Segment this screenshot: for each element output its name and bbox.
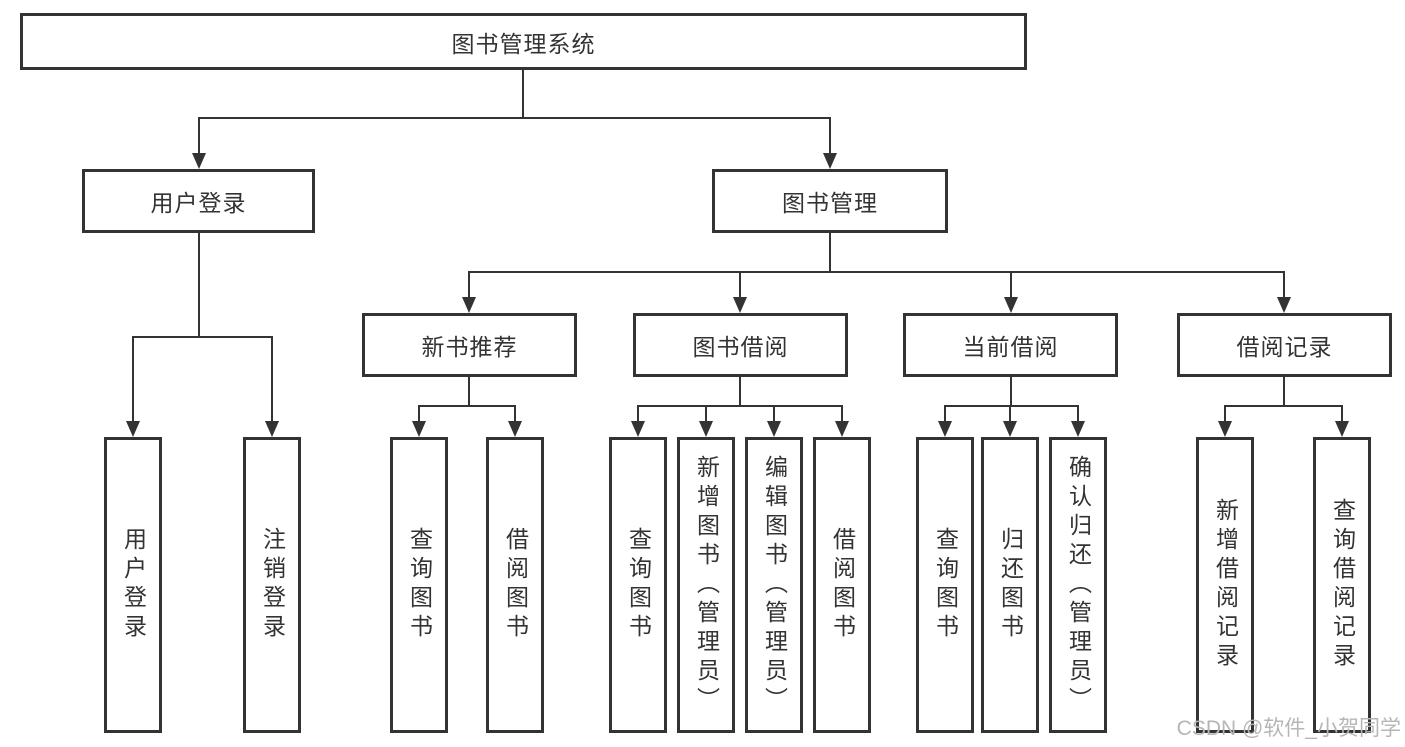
leaf-query-books-current: 查询图书: [916, 437, 974, 733]
arrow-down-icon: [835, 421, 849, 437]
connector-line: [773, 405, 775, 423]
connector-line: [468, 377, 470, 407]
leaf-query-books-recommend: 查询图书: [390, 437, 448, 733]
node-label: 归还图书: [997, 527, 1024, 643]
node-label: 借阅图书: [502, 527, 529, 643]
connector-line: [705, 405, 707, 423]
connector-line: [468, 271, 470, 299]
node-label: 查询图书: [625, 527, 652, 643]
connector-line: [198, 233, 200, 338]
arrow-down-icon: [1003, 421, 1017, 437]
leaf-add-borrow-record: 新增借阅记录: [1196, 437, 1254, 733]
connector-line: [1224, 405, 1226, 423]
connector-line: [522, 70, 524, 118]
connector-line: [132, 336, 134, 422]
connector-line: [739, 377, 741, 407]
connector-line: [1077, 405, 1079, 423]
leaf-logout: 注销登录: [243, 437, 301, 733]
csdn-watermark: CSDN @软件_小贺同学: [1176, 717, 1401, 740]
leaf-user-login: 用户登录: [104, 437, 162, 733]
leaf-edit-books-admin: 编辑图书（管理员）: [745, 437, 803, 733]
node-label: 新增图书（管理员）: [693, 454, 720, 716]
connector-line: [1224, 405, 1343, 407]
arrow-down-icon: [823, 153, 837, 169]
node-label: 查询图书: [406, 527, 433, 643]
node-label: 新增借阅记录: [1212, 498, 1239, 672]
node-label: 注销登录: [259, 527, 286, 643]
connector-line: [1009, 405, 1011, 423]
connector-line: [198, 117, 831, 119]
node-user-login-branch: 用户登录: [82, 169, 315, 233]
node-label: 图书管理: [782, 190, 878, 216]
node-label: 当前借阅: [962, 334, 1059, 360]
node-book-borrow: 图书借阅: [633, 313, 848, 377]
node-label: 图书管理系统: [451, 30, 596, 57]
arrow-down-icon: [265, 421, 279, 437]
connector-line: [1283, 377, 1285, 407]
leaf-confirm-return-admin: 确认归还（管理员）: [1049, 437, 1107, 733]
connector-line: [829, 117, 831, 155]
connector-line: [418, 405, 420, 423]
connector-line: [739, 271, 741, 299]
arrow-down-icon: [733, 297, 747, 313]
node-label: 用户登录: [150, 190, 247, 216]
arrow-down-icon: [412, 421, 426, 437]
leaf-borrow-books-recommend: 借阅图书: [486, 437, 544, 733]
connector-line: [271, 336, 273, 422]
connector-line: [944, 405, 1079, 407]
node-label: 编辑图书（管理员）: [761, 454, 788, 716]
connector-line: [1010, 377, 1012, 407]
node-label: 用户登录: [120, 527, 147, 643]
node-label: 借阅图书: [829, 527, 856, 643]
connector-line: [637, 405, 639, 423]
leaf-borrow-books: 借阅图书: [813, 437, 871, 733]
leaf-query-borrow-record: 查询借阅记录: [1313, 437, 1371, 733]
node-label: 查询图书: [932, 527, 959, 643]
node-label: 借阅记录: [1236, 334, 1333, 360]
connector-line: [198, 117, 200, 155]
arrow-down-icon: [699, 421, 713, 437]
connector-line: [829, 233, 831, 273]
connector-line: [418, 405, 516, 407]
arrow-down-icon: [1004, 297, 1018, 313]
leaf-query-books-borrow: 查询图书: [609, 437, 667, 733]
arrow-down-icon: [508, 421, 522, 437]
arrow-down-icon: [767, 421, 781, 437]
arrow-down-icon: [1218, 421, 1232, 437]
node-label: 图书借阅: [692, 334, 789, 360]
connector-line: [841, 405, 843, 423]
node-library-system: 图书管理系统: [20, 13, 1027, 70]
leaf-add-books-admin: 新增图书（管理员）: [677, 437, 735, 733]
node-label: 确认归还（管理员）: [1065, 454, 1092, 716]
node-label: 查询借阅记录: [1329, 498, 1356, 672]
connector-line: [1283, 271, 1285, 299]
node-current-borrow: 当前借阅: [903, 313, 1118, 377]
connector-line: [944, 405, 946, 423]
connector-line: [132, 336, 273, 338]
node-borrow-records: 借阅记录: [1177, 313, 1392, 377]
connector-line: [1341, 405, 1343, 423]
connector-line: [637, 405, 843, 407]
arrow-down-icon: [462, 297, 476, 313]
arrow-down-icon: [631, 421, 645, 437]
connector-line: [468, 271, 1285, 273]
node-new-book-recommend: 新书推荐: [362, 313, 577, 377]
arrow-down-icon: [1071, 421, 1085, 437]
connector-line: [514, 405, 516, 423]
arrow-down-icon: [938, 421, 952, 437]
arrow-down-icon: [1277, 297, 1291, 313]
arrow-down-icon: [1335, 421, 1349, 437]
connector-line: [1010, 271, 1012, 299]
node-label: 新书推荐: [421, 334, 518, 360]
leaf-return-books: 归还图书: [981, 437, 1039, 733]
node-book-management: 图书管理: [712, 169, 948, 233]
arrow-down-icon: [192, 153, 206, 169]
arrow-down-icon: [126, 421, 140, 437]
